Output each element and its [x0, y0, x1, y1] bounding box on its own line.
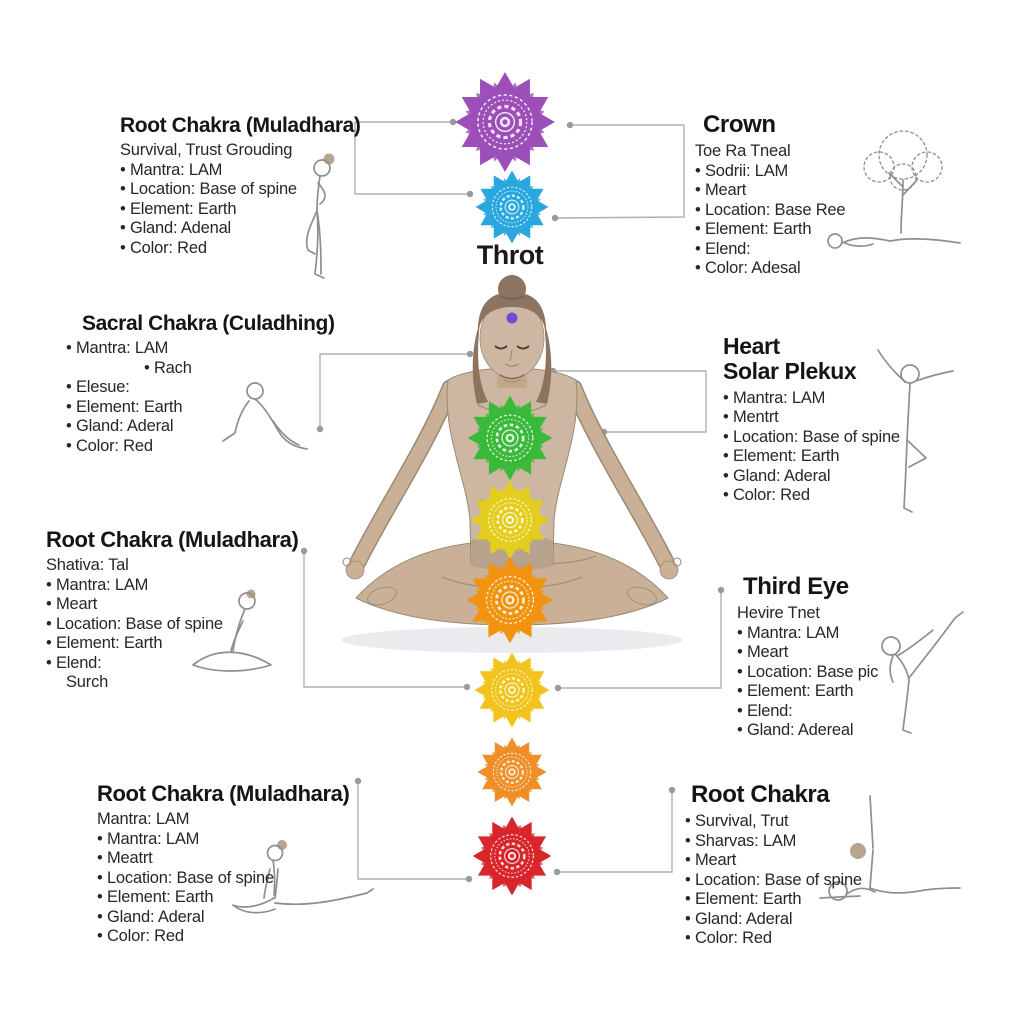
heart-chakra-icon — [466, 394, 554, 482]
shoulderstand-pose-icon — [819, 795, 961, 901]
block-line: • Location: Base of spine — [723, 427, 900, 446]
standing-pose-icon — [305, 153, 335, 279]
info-block-mid-left: Sacral Chakra (Culadhing) • Mantra: LAM … — [66, 312, 335, 456]
block-line: • Mentrt — [723, 408, 779, 427]
block-title: Crown — [703, 111, 776, 138]
block-title: Sacral Chakra (Culadhing) — [82, 312, 335, 335]
block-line: • Element: Earth — [723, 447, 840, 466]
block-line: • Color: Red — [723, 486, 810, 505]
block-line: • Mantra: LAM — [737, 623, 840, 642]
block-line: • Mantra: LAM — [46, 575, 149, 594]
block-title: Heart — [723, 333, 780, 359]
block-line: • Mantra: LAM — [66, 339, 169, 358]
lower-sacral-chakra-icon — [476, 736, 548, 808]
block-line: • Elend: — [46, 653, 102, 672]
throat-label: Throt — [476, 240, 544, 270]
kneeling-pose-icon — [192, 589, 272, 672]
block-line: • Location: Base pic — [737, 662, 879, 681]
block-title: Root Chakra (Muladhara) — [97, 781, 350, 806]
block-line: • Location: Base of spine — [120, 180, 297, 199]
tree-pose-icon — [877, 349, 954, 513]
block-line: • Elend: — [737, 701, 793, 720]
block-line: • Gland: Adenal — [120, 219, 232, 238]
block-title: Third Eye — [743, 573, 849, 600]
block-line: • Element: Earth — [120, 199, 237, 218]
block-line: • Survival, Trut — [685, 812, 789, 831]
block-line: • Meart — [685, 851, 737, 870]
block-title: Root Chakra — [691, 781, 830, 808]
block-line: • Gland: Aderal — [723, 466, 831, 485]
info-block-top-right: Crown Toe Ra Tneal • Sodrii: LAM • Meart… — [695, 111, 846, 279]
block-line: • Element: Earth — [46, 634, 163, 653]
block-line: • Color: Adesal — [695, 259, 801, 278]
block-line: • Meart — [737, 643, 789, 662]
block-line: • Element: Earth — [685, 890, 802, 909]
pigeon-pose-icon — [232, 840, 374, 914]
block-line: • Sharvas: LAM — [685, 831, 797, 850]
block-line: Mantra: LAM — [97, 810, 190, 829]
block-line: • Meart — [695, 181, 747, 200]
root-chakra-icon — [471, 815, 553, 897]
lower-solar-chakra-icon — [473, 651, 551, 729]
info-block-lower-right: Third Eye Hevire Tnet • Mantra: LAM • Me… — [737, 573, 879, 741]
block-line: • Element: Earth — [737, 682, 854, 701]
info-block-bottom-left: Root Chakra (Muladhara) Mantra: LAM • Ma… — [97, 781, 350, 947]
block-line: • Rach — [144, 358, 192, 377]
info-block-bottom-right: Root Chakra • Survival, Trut • Sharvas: … — [685, 781, 862, 949]
block-line: • Mantra: LAM — [723, 388, 826, 407]
block-line: • Meart — [46, 595, 98, 614]
block-line: • Elesue: — [66, 378, 130, 397]
info-block-lower-left: Root Chakra (Muladhara) Shativa: Tal • M… — [46, 527, 299, 693]
block-line: • Color: Red — [97, 927, 184, 946]
block-line: Survival, Trust Grouding — [120, 141, 293, 160]
block-line: • Mantra: LAM — [97, 829, 200, 848]
info-block-top-left: Root Chakra (Muladhara) Survival, Trust … — [120, 114, 361, 258]
block-line: • Gland: Adereal — [737, 721, 854, 740]
tree-rest-pose-icon — [827, 130, 961, 249]
crown-chakra-icon — [453, 70, 557, 174]
block-line: • Element: Earth — [66, 397, 183, 416]
throat-chakra-icon — [474, 169, 550, 245]
block-line: • Meatrt — [97, 849, 153, 868]
block-line: Hevire Tnet — [737, 604, 820, 623]
solar-plexus-chakra-icon — [469, 479, 551, 561]
block-line: • Element: Earth — [695, 220, 812, 239]
block-line: • Sodrii: LAM — [695, 161, 789, 180]
block-line: Shativa: Tal — [46, 556, 129, 575]
block-line: Toe Ra Tneal — [695, 142, 791, 161]
block-line: • Location: Base Ree — [695, 200, 846, 219]
sacral-chakra-icon — [465, 555, 555, 645]
block-line: • Color: Red — [120, 238, 207, 257]
block-line: • Element: Earth — [97, 888, 214, 907]
block-line: • Elend: — [695, 239, 751, 258]
block-line: • Mantra: LAM — [120, 160, 223, 179]
block-line: Surch — [66, 673, 109, 692]
block-subtitle-title: Solar Plekux — [723, 358, 857, 385]
block-line: • Color: Red — [685, 929, 772, 948]
block-line: • Location: Base of spine — [97, 868, 274, 887]
dancer-pose-icon — [881, 611, 964, 734]
block-title: Root Chakra (Muladhara) — [46, 527, 299, 552]
block-line: • Location: Base of spine — [46, 614, 223, 633]
block-line: • Location: Base of spine — [685, 870, 862, 889]
backbend-pose-icon — [222, 382, 308, 450]
third-eye-dot — [506, 312, 518, 324]
block-line: • Color: Red — [66, 436, 153, 455]
block-line: • Gland: Aderal — [685, 909, 793, 928]
block-title: Root Chakra (Muladhara) — [120, 114, 361, 137]
block-line: • Gland: Aderal — [97, 907, 205, 926]
info-block-mid-right: Heart Solar Plekux • Mantra: LAM • Mentr… — [723, 333, 900, 506]
block-line: • Gland: Aderal — [66, 417, 174, 436]
